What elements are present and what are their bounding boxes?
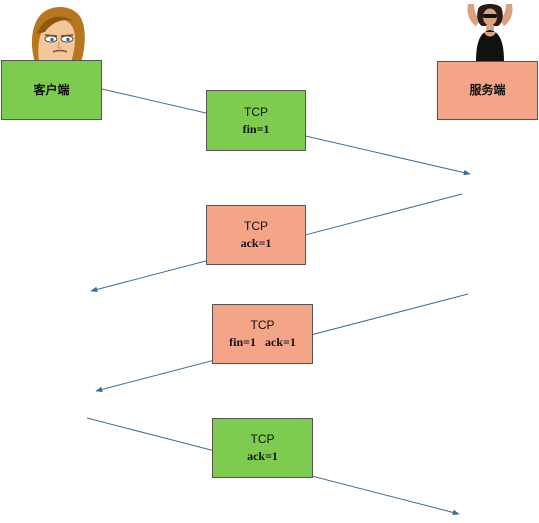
server-node-label: 服务端 xyxy=(469,83,506,97)
client-node-label: 客户端 xyxy=(33,82,70,97)
message-3-flags: fin=1 ack=1 xyxy=(229,335,296,349)
message-1-flags: fin=1 xyxy=(242,121,270,136)
message-2-title: TCP xyxy=(244,219,268,233)
message-box-final-ack: TCP ack=1 xyxy=(212,418,313,478)
message-box-ack: TCP ack=1 xyxy=(206,205,306,265)
cartoon-person-icon xyxy=(31,6,85,62)
message-box-fin-ack: TCP fin=1 ack=1 xyxy=(212,304,313,364)
message-1-title: TCP xyxy=(244,104,268,119)
message-box-fin: TCP fin=1 xyxy=(206,90,306,151)
message-2-flags: ack=1 xyxy=(240,236,272,250)
client-node: 客户端 xyxy=(1,60,102,120)
message-4-flags: ack=1 xyxy=(247,449,278,463)
server-node: 服务端 xyxy=(437,61,538,120)
message-4-title: TCP xyxy=(250,432,275,446)
woman-photo-icon xyxy=(467,4,513,62)
message-3-title: TCP xyxy=(250,318,275,332)
